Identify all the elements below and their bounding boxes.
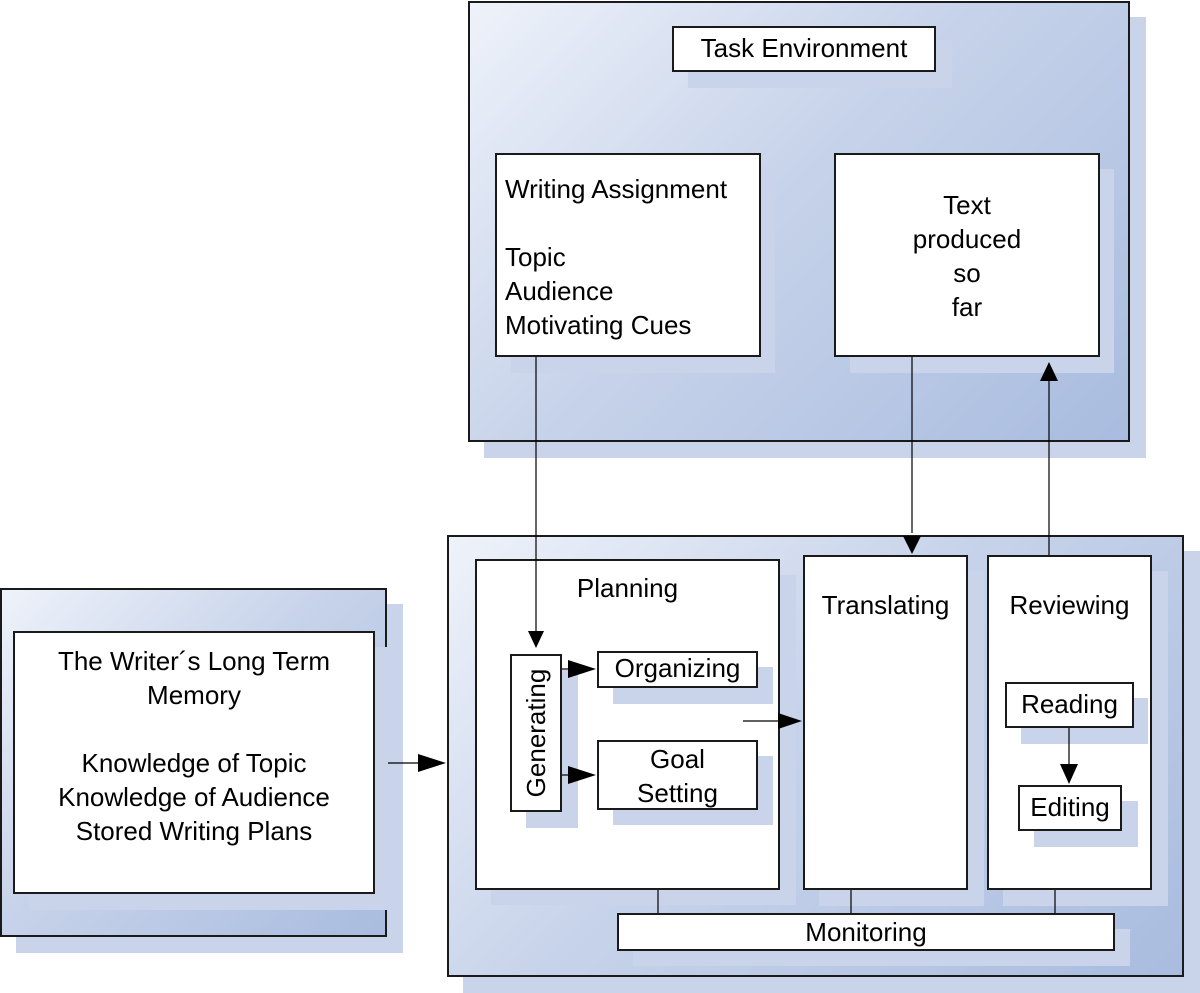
long-term-memory-title-line-2: Memory — [147, 680, 241, 710]
goal-setting-line-2: Setting — [637, 778, 718, 808]
text-produced-box: Text produced so far — [834, 153, 1100, 357]
monitoring-box: Monitoring — [617, 913, 1115, 951]
long-term-memory-knowledge-topic: Knowledge of Topic — [81, 748, 307, 778]
generating-box — [510, 654, 562, 812]
writing-assignment-heading: Writing Assignment — [505, 174, 728, 204]
goal-setting-box: Goal Setting — [597, 740, 758, 810]
editing-box: Editing — [1018, 785, 1122, 831]
editing-label: Editing — [1030, 792, 1110, 822]
task-environment-title: Task Environment — [672, 26, 936, 72]
writing-assignment-motivating-cues: Motivating Cues — [505, 310, 692, 340]
writing-assignment-topic: Topic — [505, 242, 566, 272]
translating-box: Translating — [803, 555, 968, 890]
organizing-label: Organizing — [614, 653, 741, 683]
generating-label: Generating — [521, 668, 551, 798]
translating-label: Translating — [821, 590, 950, 620]
writing-assignment-box: Writing Assignment Topic Audience Motiva… — [495, 153, 761, 357]
monitoring-label: Monitoring — [805, 917, 927, 947]
reading-box: Reading — [1005, 682, 1134, 728]
text-produced-line-1: Text — [943, 190, 991, 220]
long-term-memory-box: The Writer´s Long Term Memory Knowledge … — [13, 631, 375, 894]
long-term-memory-title-line-1: The Writer´s Long Term — [57, 646, 331, 676]
arrowhead-process — [418, 754, 446, 772]
text-produced-line-2: produced — [912, 224, 1022, 254]
reading-label: Reading — [1021, 689, 1118, 719]
writing-assignment-audience: Audience — [505, 276, 614, 306]
planning-label: Planning — [576, 573, 679, 603]
organizing-box: Organizing — [597, 651, 758, 688]
goal-setting-line-1: Goal — [650, 744, 705, 774]
text-produced-line-3: so — [953, 258, 981, 288]
text-produced-line-4: far — [951, 292, 983, 322]
task-environment-title-text: Task Environment — [700, 33, 908, 63]
long-term-memory-knowledge-audience: Knowledge of Audience — [58, 782, 330, 812]
long-term-memory-stored-plans: Stored Writing Plans — [75, 816, 313, 846]
reviewing-label: Reviewing — [1009, 590, 1130, 620]
